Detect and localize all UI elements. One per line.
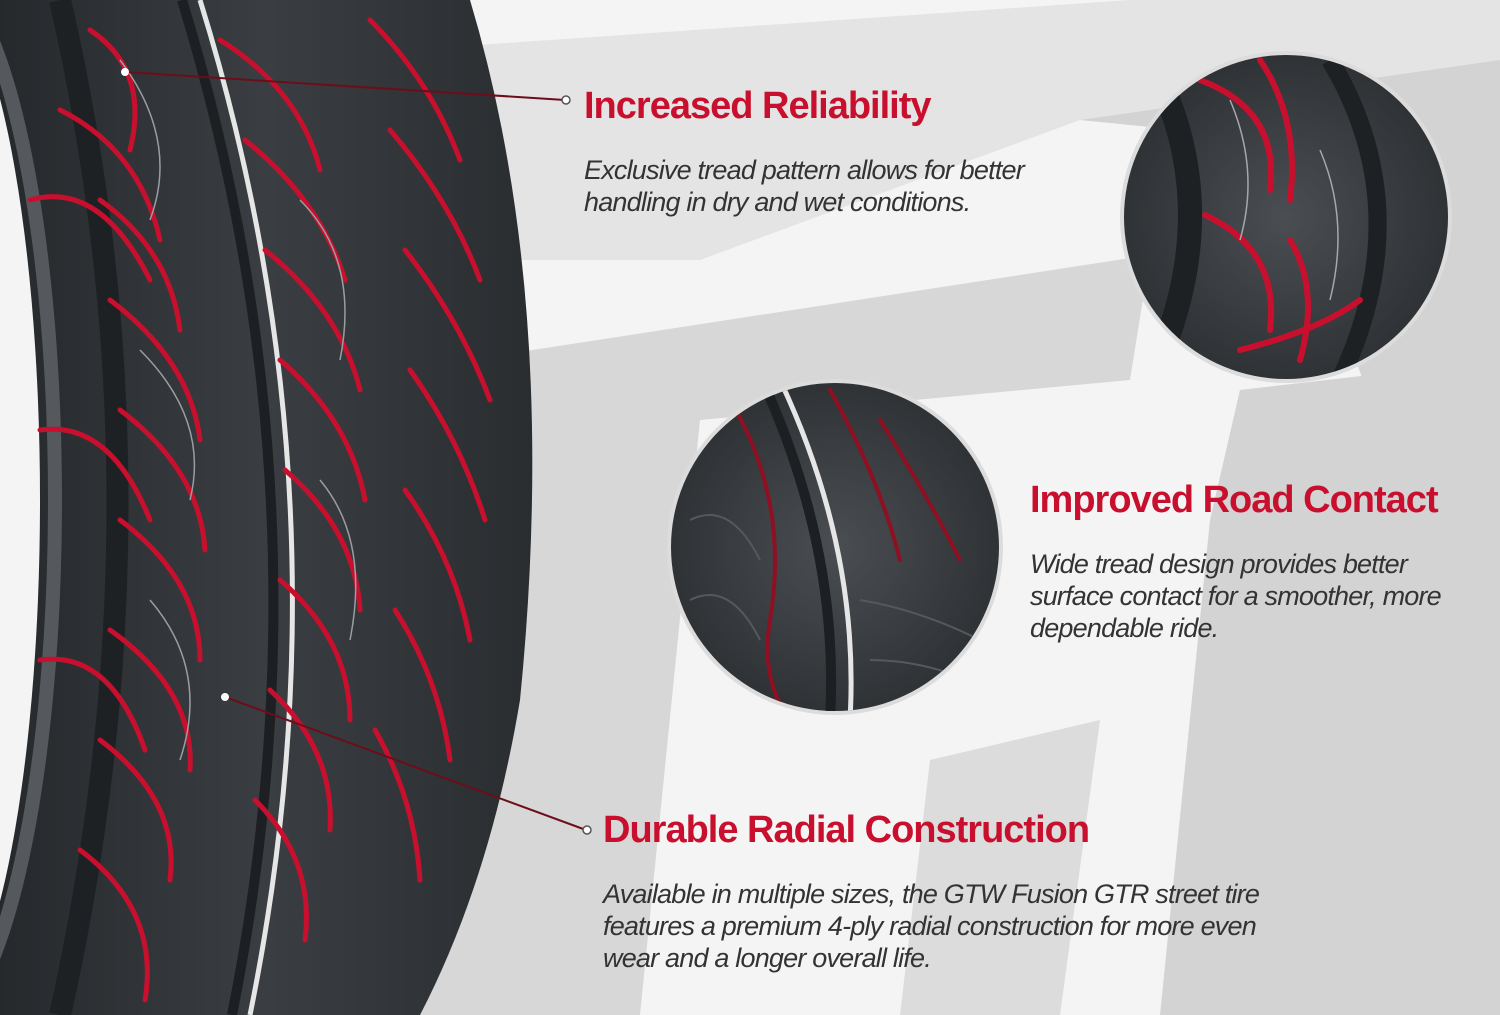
chevron-shape <box>1160 360 1500 1015</box>
feature-description: Exclusive tread pattern allows for bette… <box>584 154 1025 217</box>
connector-line-reliability <box>124 71 566 101</box>
connector-end-dot <box>561 95 571 105</box>
background-chevrons <box>260 0 1500 1015</box>
feature-title: Improved Road Contact <box>1030 479 1439 521</box>
tread-closeup-reliability <box>1120 51 1452 383</box>
feature-title: Increased Reliability <box>584 85 932 127</box>
connector-line-radial <box>224 696 587 831</box>
chevron-shape <box>360 255 1150 1015</box>
connector-lines <box>124 71 587 831</box>
feature-improved-road-contact: Improved Road Contact Wide tread design … <box>1030 479 1490 644</box>
feature-description: Wide tread design provides better surfac… <box>1030 548 1442 643</box>
tire-image <box>0 0 533 1015</box>
feature-increased-reliability: Increased Reliability Exclusive tread pa… <box>584 85 1104 218</box>
connector-end-dot <box>582 825 592 835</box>
feature-title: Durable Radial Construction <box>603 809 1090 851</box>
chevron-shape <box>260 0 1500 260</box>
connector-dot <box>121 68 129 76</box>
tread-closeup-road-contact <box>667 379 1003 715</box>
chevron-shape <box>900 720 1100 1015</box>
connector-dot <box>221 693 229 701</box>
feature-description: Available in multiple sizes, the GTW Fus… <box>603 878 1260 973</box>
feature-durable-radial-construction: Durable Radial Construction Available in… <box>603 809 1303 974</box>
